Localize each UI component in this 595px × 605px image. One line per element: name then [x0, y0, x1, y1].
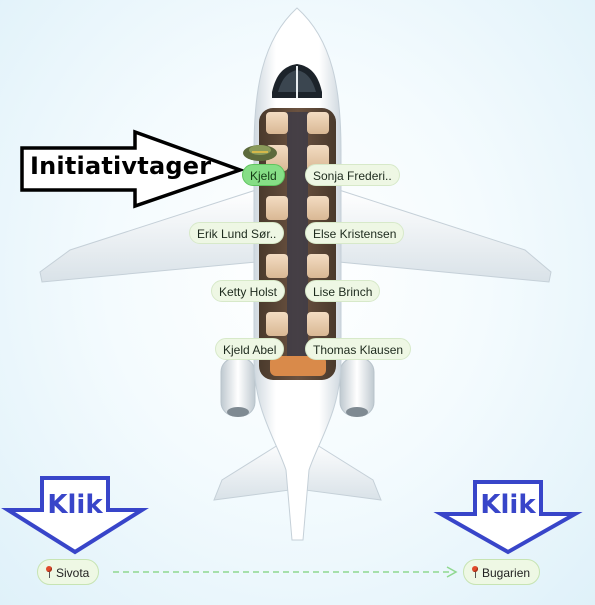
seat-thomas-klausen[interactable]: Thomas Klausen	[305, 338, 412, 360]
route-arrowhead-icon	[446, 566, 458, 578]
seat-ketty-holst[interactable]: Ketty Holst	[211, 280, 286, 302]
origin-location-label: Sivota	[56, 566, 90, 580]
initiativtager-label: Initiativtager	[30, 152, 212, 180]
origin-location-button[interactable]: Sivota	[37, 559, 100, 585]
klik-left-label: Klik	[47, 490, 103, 520]
seat-kjeld-abel[interactable]: Kjeld Abel	[215, 338, 285, 360]
destination-location-button[interactable]: Bugarien	[463, 559, 541, 585]
klik-left-arrow-icon	[1, 476, 149, 555]
destination-location-label: Bugarien	[482, 566, 531, 580]
map-pin-icon	[472, 566, 478, 578]
klik-right-label: Klik	[480, 490, 536, 520]
pilot-hat-icon	[243, 145, 277, 161]
initiativ-arrow-icon	[20, 129, 246, 209]
seat-erik-lund[interactable]: Erik Lund Sør..	[189, 222, 285, 244]
airplane	[39, 7, 552, 541]
seat-else-kristensen[interactable]: Else Kristensen	[305, 222, 405, 244]
seat-kjeld[interactable]: Kjeld	[242, 164, 285, 186]
seat-lise-brinch[interactable]: Lise Brinch	[305, 280, 381, 302]
klik-right-arrow-icon	[433, 480, 583, 555]
map-pin-icon	[46, 566, 52, 578]
seat-sonja-frederiksen[interactable]: Sonja Frederi..	[305, 164, 400, 186]
